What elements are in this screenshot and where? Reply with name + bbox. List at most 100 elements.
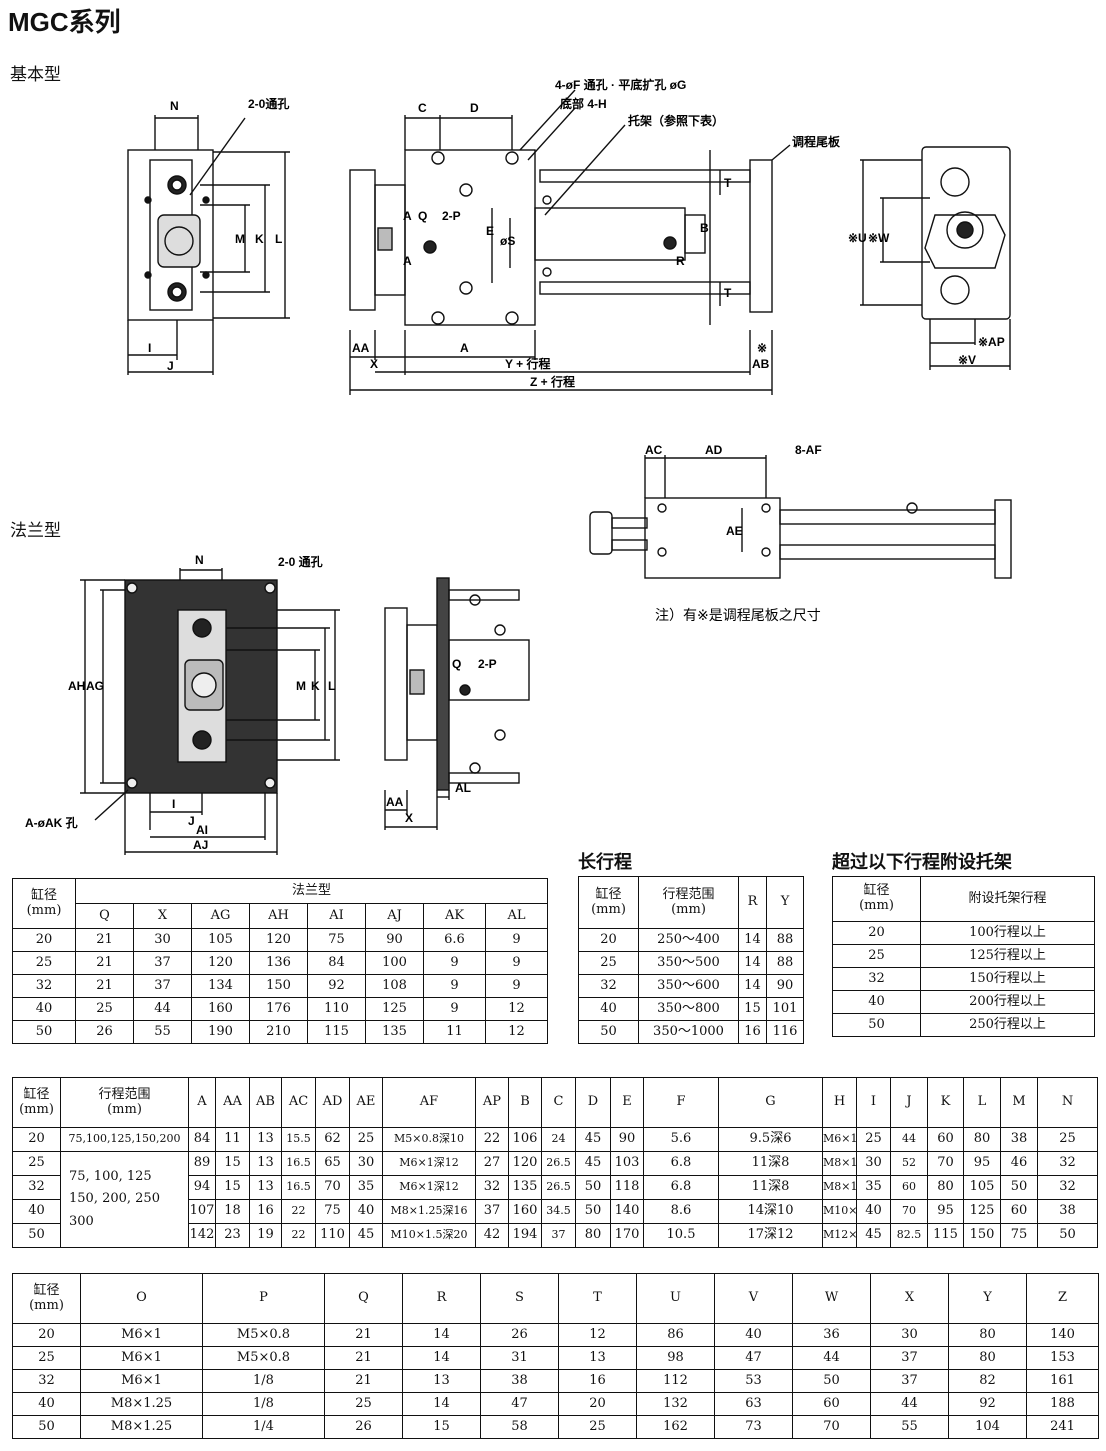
table-cell: 241 — [1026, 1415, 1099, 1439]
table-cell: 105 — [191, 928, 250, 952]
flange-label-p: 2-P — [478, 657, 497, 671]
table-cell: 32 — [1037, 1151, 1098, 1176]
table-cell: 21 — [324, 1369, 403, 1393]
table-cell: M12×1.75深21 — [822, 1223, 857, 1248]
table-cell: 38 — [480, 1369, 559, 1393]
flange-label-j: J — [188, 814, 195, 828]
table-cell: 16 — [558, 1369, 637, 1393]
table-cell: 30 — [349, 1151, 383, 1176]
stroke-range-line: 75, 100, 125 — [69, 1169, 152, 1185]
column-header: AE — [349, 1077, 383, 1128]
table-cell: 188 — [1026, 1392, 1099, 1416]
long-rod-end — [589, 511, 613, 555]
table-cell: 37 — [133, 974, 192, 998]
table-cell: 160 — [508, 1199, 542, 1224]
flange-label-x: X — [405, 811, 413, 825]
long-th-bore: 缸径(mm) — [578, 876, 639, 929]
table-cell: 32 — [12, 974, 76, 998]
table-cell: 132 — [636, 1392, 715, 1416]
long-table-title: 长行程 — [578, 852, 632, 873]
table-cell: 125 — [963, 1199, 1001, 1224]
table-cell: 35 — [349, 1175, 383, 1200]
table-cell: 105 — [963, 1175, 1001, 1200]
label-af: 8-AF — [795, 443, 822, 457]
column-header: AI — [307, 903, 366, 929]
table-cell: 45 — [575, 1151, 611, 1176]
label-endplate: 调程尾板 — [792, 134, 841, 149]
flange-label-aa: AA — [386, 795, 404, 809]
table-cell: 21 — [324, 1323, 403, 1347]
table-cell: 31 — [480, 1346, 559, 1370]
column-header: P — [202, 1273, 325, 1324]
table-cell: 140 — [610, 1199, 644, 1224]
table-cell: 21 — [75, 974, 134, 998]
main-th-bore: 缸径(mm) — [12, 1077, 61, 1128]
column-header: G — [718, 1077, 823, 1128]
column-header: L — [963, 1077, 1001, 1128]
table-cell: 25 — [324, 1392, 403, 1416]
table-cell: 9 — [484, 928, 549, 952]
table-cell: 350～600 — [638, 974, 739, 998]
column-header: K — [927, 1077, 964, 1128]
table-cell: 1/8 — [202, 1392, 325, 1416]
end-view-outline — [921, 146, 1011, 320]
table-cell: 62 — [315, 1127, 350, 1152]
end-plate — [749, 159, 773, 313]
label-aa: AA — [352, 341, 370, 355]
table-cell: 52 — [890, 1151, 928, 1176]
table-cell: 44 — [870, 1392, 949, 1416]
table-cell: 15.5 — [281, 1127, 316, 1152]
table-cell: 194 — [508, 1223, 542, 1248]
table-cell: 25 — [558, 1415, 637, 1439]
flange-label-k: K — [311, 679, 320, 693]
table-cell: 19 — [249, 1223, 282, 1248]
column-header: AK — [423, 903, 486, 929]
label-h: 底部 4-H — [560, 96, 607, 111]
table-cell: 20 — [832, 921, 921, 945]
table-cell: 6.6 — [423, 928, 486, 952]
table-cell: 40 — [12, 1392, 81, 1416]
table-cell: 190 — [191, 1020, 250, 1044]
table-cell: 70 — [315, 1175, 350, 1200]
label-j: J — [167, 359, 174, 373]
table-cell: 30 — [133, 928, 192, 952]
table-cell: 118 — [610, 1175, 644, 1200]
table-cell: 116 — [766, 1020, 804, 1044]
label-ap: ※AP — [978, 335, 1005, 349]
table-cell: M6×1 — [80, 1346, 203, 1370]
table-cell: 37 — [475, 1199, 509, 1224]
table-cell: 200行程以上 — [920, 990, 1095, 1014]
table-cell: 40 — [349, 1199, 383, 1224]
table-cell: 80 — [963, 1127, 1001, 1152]
column-header: C — [541, 1077, 576, 1128]
table-cell: 98 — [636, 1346, 715, 1370]
table-cell: 42 — [475, 1223, 509, 1248]
label-c: C — [418, 101, 427, 115]
table-cell: M8×1.25 — [80, 1392, 203, 1416]
table-cell: 38 — [1037, 1199, 1098, 1224]
table-cell: 75 — [307, 928, 366, 952]
column-header: S — [480, 1273, 559, 1324]
table-cell: 15 — [738, 997, 767, 1021]
table-cell: 37 — [541, 1223, 576, 1248]
table-cell: 350～1000 — [638, 1020, 739, 1044]
column-header: O — [80, 1273, 203, 1324]
label-s: øS — [500, 234, 515, 248]
label-l: L — [275, 232, 282, 246]
flange-label-ak: A-øAK 孔 — [25, 816, 78, 830]
table-cell: 150 — [249, 974, 308, 998]
table-cell: 22 — [281, 1223, 316, 1248]
long-th-r: R — [738, 876, 767, 929]
bore-cell: 40 — [12, 1199, 61, 1224]
table-cell: 24 — [541, 1127, 576, 1152]
table-cell: 25 — [75, 997, 134, 1021]
table-cell: 25 — [349, 1127, 383, 1152]
